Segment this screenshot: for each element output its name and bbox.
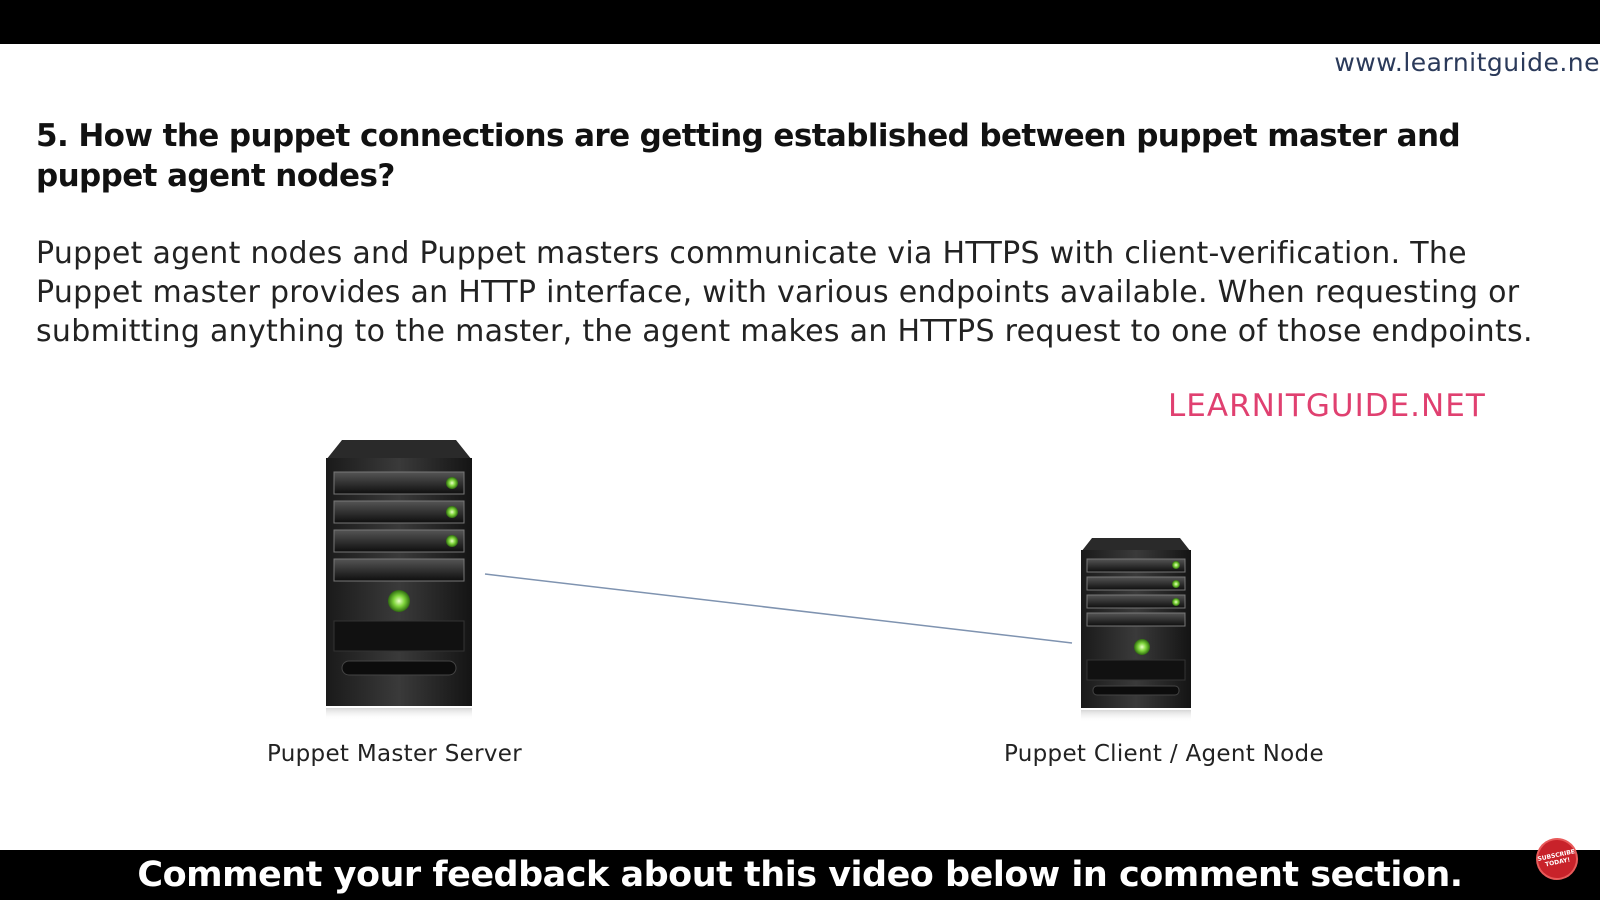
connection-diagram: [326, 440, 1191, 722]
master-server-label: Puppet Master Server: [267, 741, 523, 767]
caption-text: Comment your feedback about this video b…: [137, 855, 1463, 895]
master-server-icon: [326, 440, 472, 720]
site-url: www.learnitguide.ne: [1334, 48, 1600, 77]
caption-bar: Comment your feedback about this video b…: [0, 850, 1600, 900]
slide: www.learnitguide.ne 5. How the puppet co…: [0, 44, 1600, 850]
video-top-bar: [0, 0, 1600, 44]
agent-node-label: Puppet Client / Agent Node: [1004, 741, 1324, 767]
agent-server-icon: [1081, 538, 1191, 722]
question-heading: 5. How the puppet connections are gettin…: [36, 118, 1461, 194]
answer-paragraph: Puppet agent nodes and Puppet masters co…: [36, 236, 1533, 349]
connection-line: [484, 573, 1073, 644]
brand-watermark: LEARNITGUIDE.NET: [1168, 388, 1486, 424]
